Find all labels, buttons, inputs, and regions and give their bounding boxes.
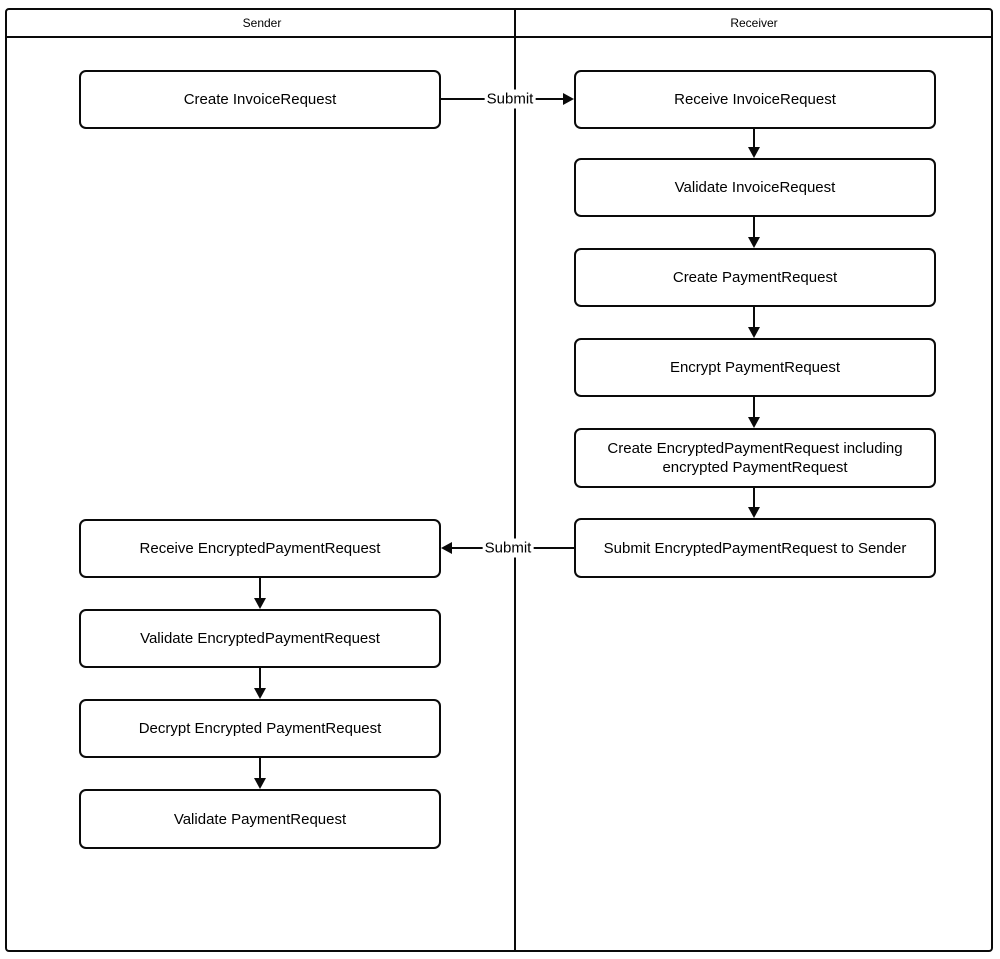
diagram-frame: Sender Receiver: [5, 8, 993, 952]
node-decrypt-encrypted-payment-request: Decrypt Encrypted PaymentRequest: [79, 699, 441, 758]
node-submit-encrypted-payment-request: Submit EncryptedPaymentRequest to Sender: [574, 518, 936, 578]
edge-label-submit-encrypted-payment: Submit: [482, 538, 534, 558]
lane-title-sender: Sender: [242, 16, 282, 30]
node-validate-invoice-request: Validate InvoiceRequest: [574, 158, 936, 217]
node-receive-encrypted-payment-request: Receive EncryptedPaymentRequest: [79, 519, 441, 578]
node-receive-invoice-request: Receive InvoiceRequest: [574, 70, 936, 129]
edge-label-submit-invoice: Submit: [484, 89, 536, 109]
node-encrypt-payment-request: Encrypt PaymentRequest: [574, 338, 936, 397]
node-create-encrypted-payment-request: Create EncryptedPaymentRequest including…: [574, 428, 936, 488]
arrow-receive-encrypted-payment-to-validate-encrypted-payment: [254, 578, 266, 609]
arrow-create-payment-to-encrypt-payment: [748, 307, 760, 338]
lane-header-row: Sender Receiver: [7, 10, 991, 38]
arrow-receive-invoice-to-validate-invoice: [748, 129, 760, 158]
arrow-create-encrypted-payment-to-submit-encrypted-payment: [748, 488, 760, 518]
node-create-invoice-request: Create InvoiceRequest: [79, 70, 441, 129]
node-create-payment-request: Create PaymentRequest: [574, 248, 936, 307]
node-validate-encrypted-payment-request: Validate EncryptedPaymentRequest: [79, 609, 441, 668]
arrow-decrypt-encrypted-payment-to-validate-payment: [254, 758, 266, 789]
lane-divider: [514, 8, 516, 952]
lane-title-receiver: Receiver: [730, 16, 778, 30]
arrow-encrypt-payment-to-create-encrypted-payment: [748, 397, 760, 428]
arrow-validate-invoice-to-create-payment: [748, 217, 760, 248]
node-validate-payment-request: Validate PaymentRequest: [79, 789, 441, 849]
arrow-validate-encrypted-payment-to-decrypt-encrypted-payment: [254, 668, 266, 699]
